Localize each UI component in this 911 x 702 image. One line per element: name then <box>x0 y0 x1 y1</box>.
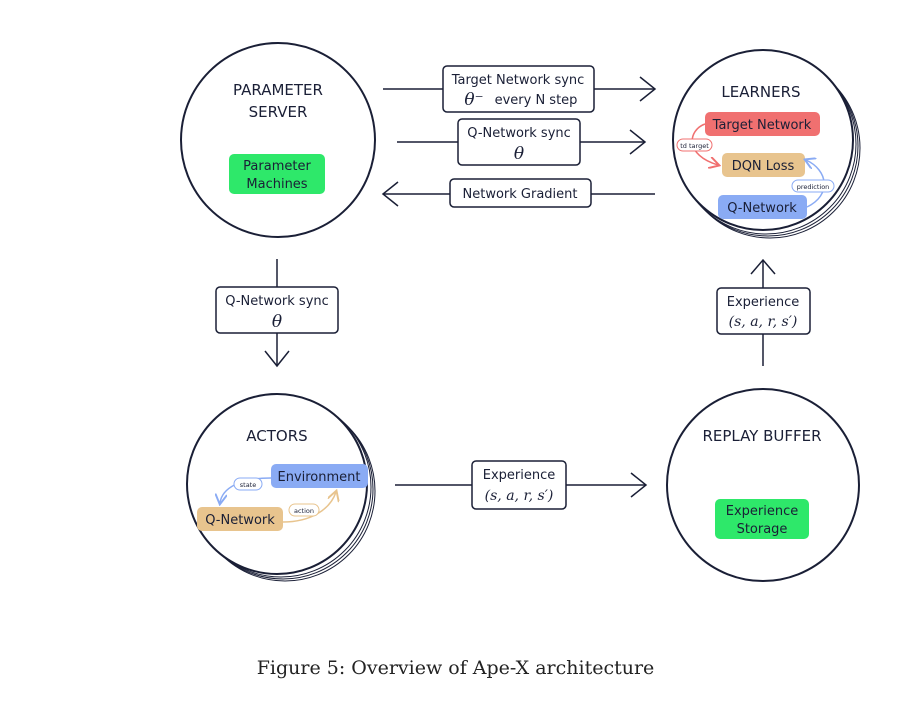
q-sync-top-theta: θ <box>514 144 524 164</box>
parameter-machines-label-1: Parameter <box>243 159 311 174</box>
q-network-sync-left-edge: Q-Network sync θ <box>215 259 339 368</box>
experience-right-label: Experience <box>727 295 800 310</box>
experience-bottom-label: Experience <box>483 468 556 483</box>
parameter-server-title-1: PARAMETER <box>233 81 323 99</box>
every-n-step-label: every N step <box>495 93 578 108</box>
figure-caption: Figure 5: Overview of Ape-X architecture <box>256 657 655 679</box>
actor-q-network-chip: Q-Network <box>205 513 275 528</box>
prediction-label: prediction <box>797 183 830 191</box>
actors-title: ACTORS <box>246 427 307 445</box>
replay-buffer-node: REPLAY BUFFER Experience Storage <box>666 388 860 582</box>
replay-buffer-title: REPLAY BUFFER <box>702 427 821 445</box>
target-network-chip: Target Network <box>712 118 812 133</box>
environment-chip: Environment <box>277 470 360 485</box>
experience-bottom-tuple: (s, a, r, s′) <box>485 488 554 504</box>
learner-q-network-chip: Q-Network <box>727 201 797 216</box>
td-target-label: td target <box>680 142 709 150</box>
parameter-server-node: PARAMETER SERVER Parameter Machines <box>180 42 376 238</box>
network-gradient-edge: Network Gradient <box>381 178 655 208</box>
learners-title: LEARNERS <box>721 83 800 101</box>
learners-node: LEARNERS Target Network DQN Loss Q-Netwo… <box>672 49 861 239</box>
target-sync-label: Target Network sync <box>451 73 585 88</box>
q-sync-top-label: Q-Network sync <box>467 126 571 141</box>
experience-bottom-edge: Experience (s, a, r, s′) <box>395 460 648 510</box>
q-sync-left-theta: θ <box>272 312 282 332</box>
theta-minus-symbol: θ⁻ <box>464 90 483 110</box>
q-network-sync-top-edge: Q-Network sync θ <box>397 118 647 166</box>
parameter-server-title-2: SERVER <box>249 103 308 121</box>
parameter-machines-label-2: Machines <box>246 177 307 192</box>
target-network-sync-edge: Target Network sync θ⁻ every N step <box>383 65 657 113</box>
experience-storage-label-1: Experience <box>726 504 799 519</box>
experience-right-tuple: (s, a, r, s′) <box>729 314 798 330</box>
experience-right-edge: Experience (s, a, r, s′) <box>716 258 811 366</box>
action-label: action <box>294 507 314 515</box>
actors-node: ACTORS Environment Q-Network state actio… <box>186 393 376 582</box>
dqn-loss-chip: DQN Loss <box>732 159 795 174</box>
q-sync-left-label: Q-Network sync <box>225 294 329 309</box>
network-gradient-label: Network Gradient <box>463 187 578 202</box>
state-label: state <box>240 481 256 489</box>
experience-storage-label-2: Storage <box>737 522 788 537</box>
